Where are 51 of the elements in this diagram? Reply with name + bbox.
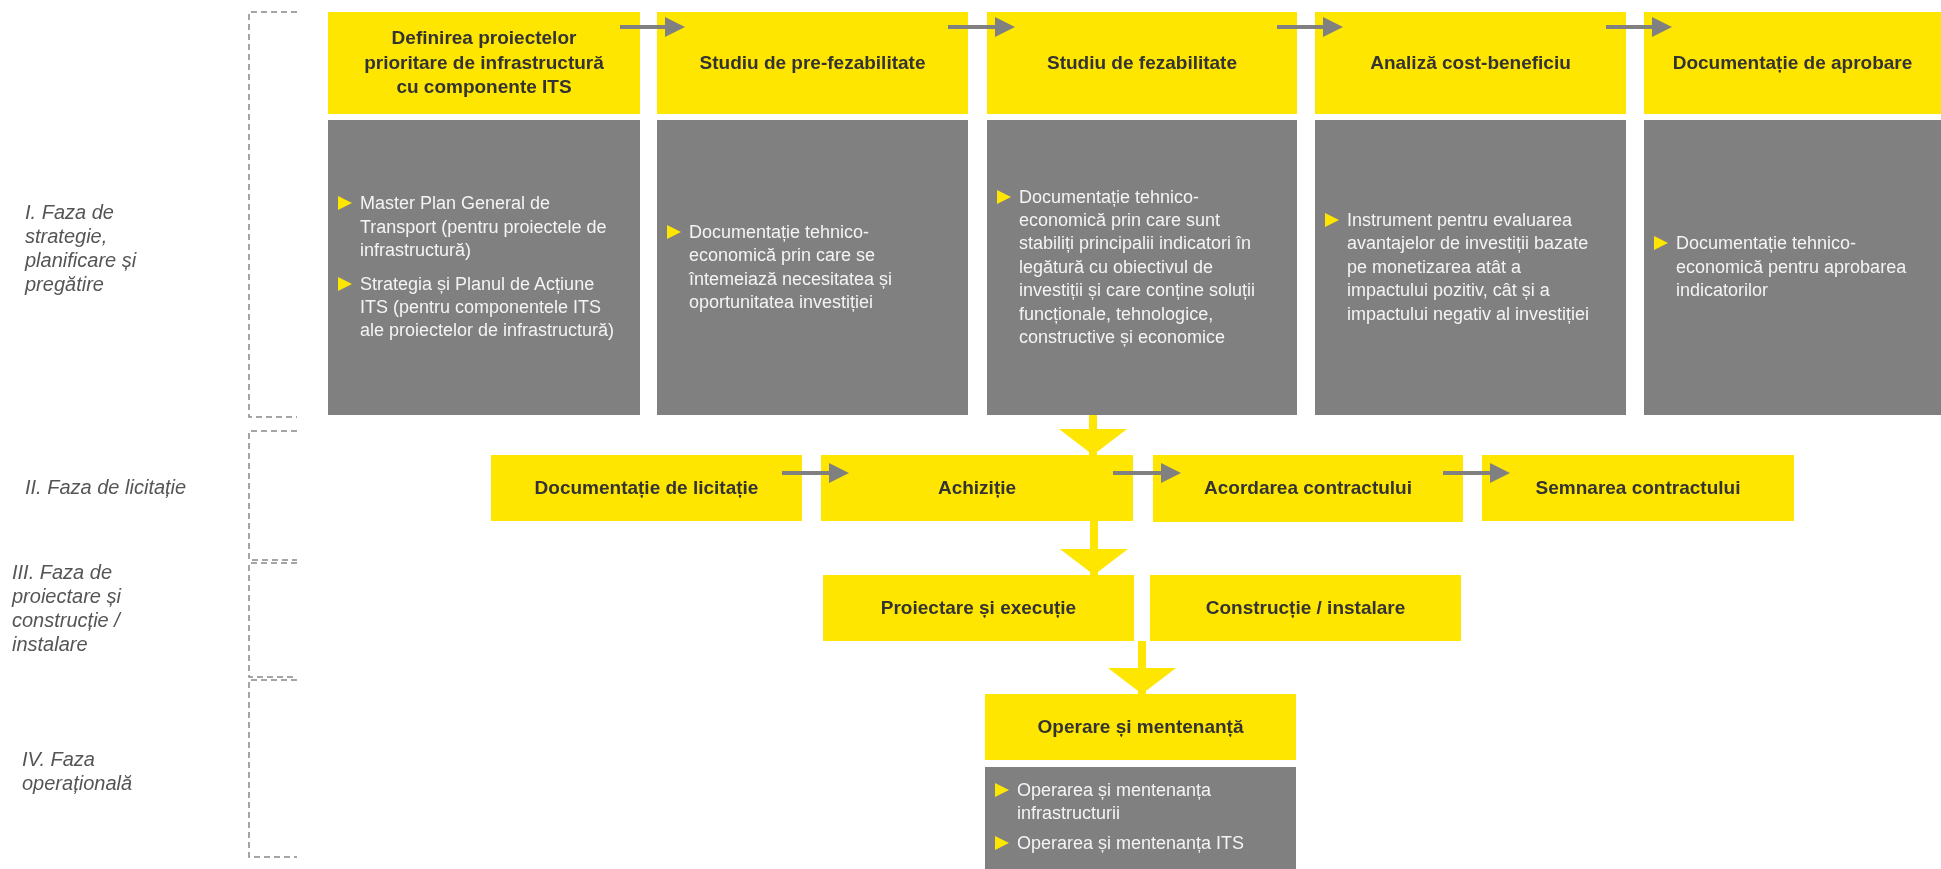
description-panel bbox=[1315, 120, 1626, 415]
step-box bbox=[1482, 455, 1794, 521]
step-box bbox=[985, 694, 1296, 760]
description-panel bbox=[1644, 120, 1941, 415]
arrow bbox=[782, 463, 849, 483]
description-panel bbox=[328, 120, 640, 415]
step-box bbox=[328, 12, 640, 114]
step-box bbox=[821, 455, 1133, 521]
step-box bbox=[823, 575, 1134, 641]
step-box bbox=[1150, 575, 1461, 641]
description-panel bbox=[657, 120, 968, 415]
step-title: Analiză cost-beneficiu bbox=[1370, 50, 1571, 75]
arrow bbox=[948, 17, 1015, 37]
description-panel bbox=[985, 767, 1296, 869]
step-title: Documentație de aprobare bbox=[1672, 50, 1913, 75]
description-text: Documentație tehnico-economică prin care se întemeiază necesitatea și oportunitatea investiției bbox=[689, 220, 894, 314]
step-title: Semnarea contractului bbox=[1535, 475, 1741, 500]
step-title: Documentație de licitație bbox=[534, 475, 759, 500]
description-text: Master Plan General de Transport (pentru proiectele de infrastructură) bbox=[360, 192, 608, 263]
chevron-arrow bbox=[1060, 521, 1128, 575]
arrow bbox=[1277, 17, 1343, 37]
chevron-arrow bbox=[1059, 415, 1127, 455]
step-title: Acordarea contractului bbox=[1204, 476, 1412, 501]
arrow bbox=[1606, 17, 1672, 37]
description-text: Documentație tehnico-economică prin care sunt stabiliți principalii indicatori în legătură cu obiectivul de investiții și care conține soluții funcționale, tehnologice, constructive și economice bbox=[1019, 185, 1257, 349]
step-title: Construcție / instalare bbox=[1205, 595, 1406, 620]
step-box bbox=[491, 455, 802, 521]
phase-label: I. Faza de strategie, planificare și pregătire bbox=[25, 200, 138, 296]
description-text: Instrument pentru evaluarea avantajelor de investiții bazate pe monetizarea atât a impactului pozitiv, cât și a impactului negativ al investiției bbox=[1347, 209, 1591, 326]
description-text: Strategia și Planul de Acțiune ITS (pentru componentele ITS ale proiectelor de infrastructură) bbox=[360, 272, 616, 343]
step-box bbox=[1315, 12, 1626, 114]
arrow bbox=[1113, 463, 1181, 483]
step-title: Operare și mentenanță bbox=[1037, 714, 1244, 739]
step-box bbox=[1644, 12, 1941, 114]
step-title: Achiziție bbox=[937, 475, 1017, 500]
arrow bbox=[620, 17, 685, 37]
step-title: Studiu de pre-fezabilitate bbox=[699, 50, 926, 75]
step-box bbox=[1153, 455, 1463, 522]
step-title: Proiectare și execuție bbox=[880, 595, 1077, 620]
step-title: Studiu de fezabilitate bbox=[1047, 50, 1237, 75]
description-text: Documentație tehnico-economică pentru aprobarea indicatorilor bbox=[1676, 232, 1908, 303]
step-box bbox=[987, 12, 1297, 114]
arrow bbox=[1443, 463, 1510, 483]
phase-label: II. Faza de licitație bbox=[25, 475, 188, 499]
step-title: Definirea proiectelor prioritare de infrastructură cu componente ITS bbox=[363, 25, 605, 100]
phase-label: IV. Faza operațională bbox=[22, 747, 134, 795]
description-text: Operarea și mentenanța ITS bbox=[1017, 831, 1245, 855]
step-box bbox=[657, 12, 968, 114]
description-text: Operarea și mentenanța infrastructurii bbox=[1017, 779, 1213, 826]
phase-label: III. Faza de proiectare și construcție / instalare bbox=[12, 560, 123, 656]
description-panel bbox=[987, 120, 1297, 415]
